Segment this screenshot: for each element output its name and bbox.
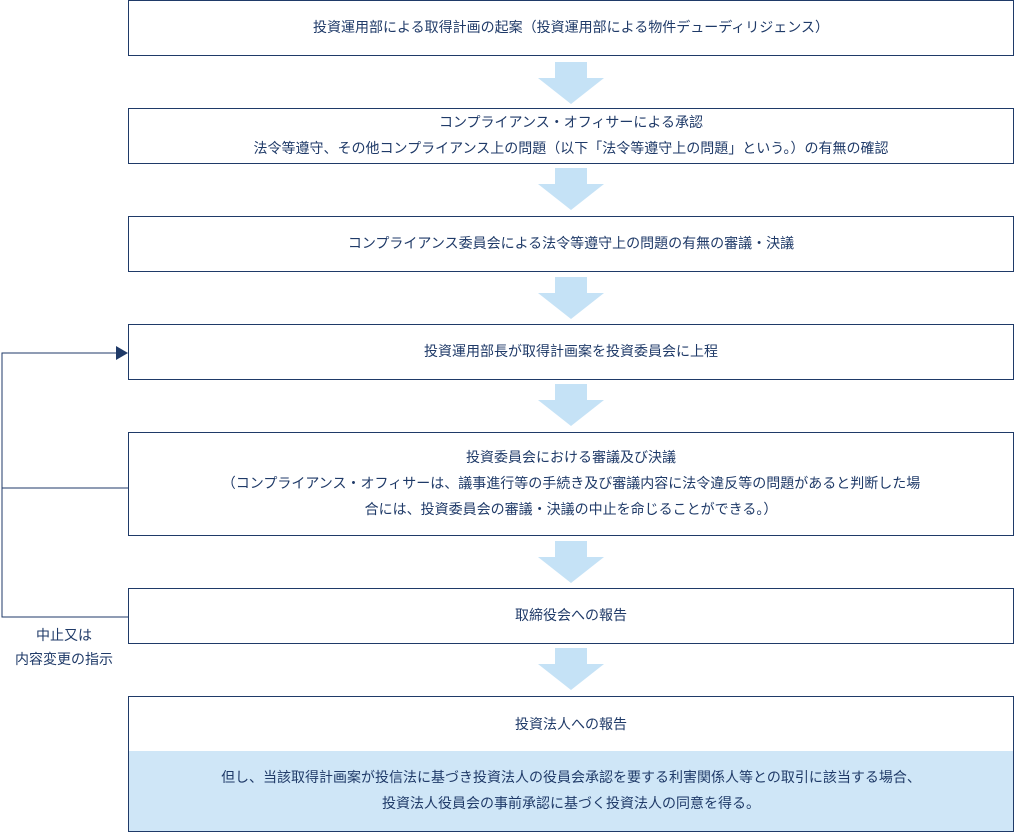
step-5-line-3: 合には、投資委員会の審議・決議の中止を命じることができる。） [364,502,778,518]
step-4-line-1: 投資運用部長が取得計画案を投資委員会に上程 [424,344,718,360]
down-arrow-icon [538,648,604,690]
feedback-label-line-1: 中止又は [36,628,92,644]
down-arrow-icon [538,384,604,426]
step-1-line-1: 投資運用部による取得計画の起案（投資運用部による物件デューディリジェンス） [313,20,829,36]
down-arrow-icon [538,168,604,210]
step-2-line-1: コンプライアンス・オフィサーによる承認 [438,115,704,131]
proviso-line-1: 但し、当該取得計画案が投信法に基づき投資法人の役員会承認を要する利害関係人等との… [221,770,921,786]
proviso-note: 但し、当該取得計画案が投信法に基づき投資法人の役員会承認を要する利害関係人等との… [128,751,1014,832]
step-2-compliance-officer-approval: コンプライアンス・オフィサーによる承認 法令等遵守、その他コンプライアンス上の問… [128,108,1014,164]
step-3-line-1: コンプライアンス委員会による法令等遵守上の問題の有無の審議・決議 [347,236,795,252]
down-arrow-icon [538,277,604,319]
step-1-draft-plan: 投資運用部による取得計画の起案（投資運用部による物件デューディリジェンス） [128,0,1014,56]
step-5-line-1: 投資委員会における審議及び決議 [466,450,676,466]
step-5-line-2: （コンプライアンス・オフィサーは、議事進行等の手続き及び審議内容に法令違反等の問… [221,476,921,492]
step-6-board-report: 取締役会への報告 [128,588,1014,644]
step-7-line-1: 投資法人への報告 [515,716,627,733]
step-2-line-2: 法令等遵守、その他コンプライアンス上の問題（以下「法令等遵守上の問題」という。）… [253,141,889,157]
feedback-label: 中止又は 内容変更の指示 [0,624,128,672]
feedback-loop-connector [1,346,128,618]
down-arrow-icon [538,62,604,104]
step-4-submit-to-investment-committee: 投資運用部長が取得計画案を投資委員会に上程 [128,324,1014,380]
step-7-investment-corporation-report: 投資法人への報告 [128,696,1014,752]
step-5-investment-committee-deliberation: 投資委員会における審議及び決議 （コンプライアンス・オフィサーは、議事進行等の手… [128,432,1014,536]
down-arrow-icon [538,541,604,583]
proviso-line-2: 投資法人役員会の事前承認に基づく投資法人の同意を得る。 [382,796,760,812]
step-3-compliance-committee: コンプライアンス委員会による法令等遵守上の問題の有無の審議・決議 [128,216,1014,272]
step-6-line-1: 取締役会への報告 [515,608,627,624]
feedback-label-line-2: 内容変更の指示 [15,652,113,668]
